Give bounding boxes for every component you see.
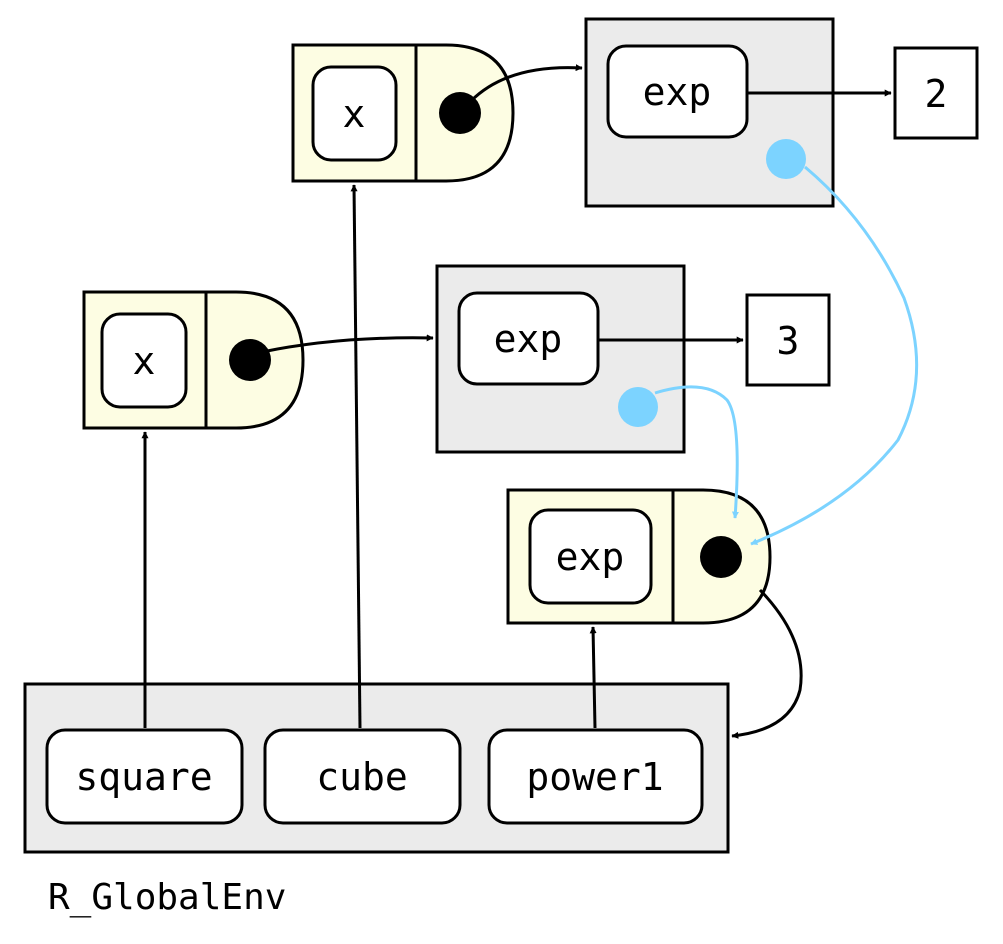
cube-function: x bbox=[291, 43, 515, 183]
value-2-label: 2 bbox=[925, 72, 948, 116]
value-2-box: 2 bbox=[893, 46, 979, 140]
arrow-power1-binding-to-function bbox=[589, 626, 597, 729]
value-3-box: 3 bbox=[745, 293, 831, 387]
blue-arrows bbox=[654, 165, 919, 546]
arrow-cube-binding-to-function bbox=[350, 184, 362, 729]
black-arrows bbox=[141, 64, 892, 739]
square-function: x bbox=[82, 290, 305, 430]
arrow-cube-fn-to-env bbox=[469, 64, 583, 103]
binding-cube: cube bbox=[263, 728, 462, 825]
square-env-dot bbox=[229, 339, 271, 381]
cube-env-dot bbox=[439, 92, 481, 134]
value-3-label: 3 bbox=[777, 319, 800, 363]
square-exec-env: exp bbox=[435, 264, 686, 454]
cube-env-binding-label: exp bbox=[643, 70, 712, 114]
binding-power1: power1 bbox=[487, 728, 704, 825]
power1-env-dot bbox=[700, 536, 742, 578]
binding-power1-label: power1 bbox=[526, 755, 663, 799]
binding-cube-label: cube bbox=[316, 755, 408, 799]
power1-formal-label: exp bbox=[556, 535, 625, 579]
square-env-enclosure-dot bbox=[618, 387, 658, 427]
power1-function: exp bbox=[506, 488, 772, 625]
binding-square-label: square bbox=[75, 755, 212, 799]
arrow-cube-env-to-power1 bbox=[750, 165, 919, 546]
arrow-square-env-to-power1 bbox=[654, 385, 739, 519]
arrow-power1-fn-to-global bbox=[731, 588, 803, 739]
square-env-binding-label: exp bbox=[494, 317, 563, 361]
cube-env-enclosure-dot bbox=[766, 139, 806, 179]
square-formal-label: x bbox=[133, 339, 156, 383]
global-env-label: R_GlobalEnv bbox=[48, 877, 286, 918]
arrow-square-fn-to-env bbox=[261, 334, 434, 354]
binding-square: square bbox=[45, 728, 244, 825]
cube-formal-label: x bbox=[343, 92, 366, 136]
cube-exec-env: exp bbox=[584, 17, 835, 208]
